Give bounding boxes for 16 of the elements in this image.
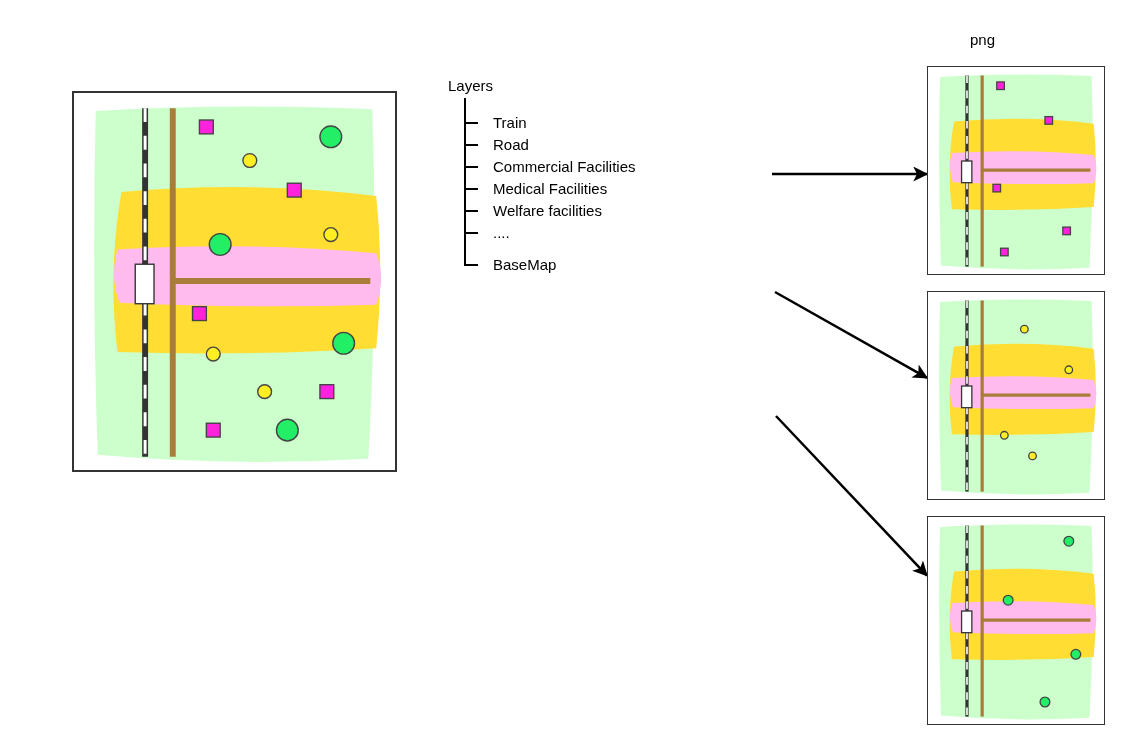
arrow xyxy=(772,166,929,182)
map-drawing xyxy=(927,516,1105,725)
map-drawing xyxy=(927,66,1105,275)
layer-label: Train xyxy=(493,113,527,133)
layer-label: Road xyxy=(493,135,529,155)
arrow xyxy=(775,415,928,577)
arrow xyxy=(774,290,929,379)
tree-line xyxy=(464,97,479,266)
layer-label: Welfare facilities xyxy=(493,201,602,221)
layer-label: Commercial Facilities xyxy=(493,157,636,177)
map-drawing xyxy=(927,291,1105,500)
layer-label: .... xyxy=(493,223,510,243)
column-heading: png xyxy=(970,30,996,50)
layer-label: BaseMap xyxy=(493,255,557,275)
tree-root-label: Layers xyxy=(448,76,494,96)
layer-label: Medical Facilities xyxy=(493,179,608,199)
